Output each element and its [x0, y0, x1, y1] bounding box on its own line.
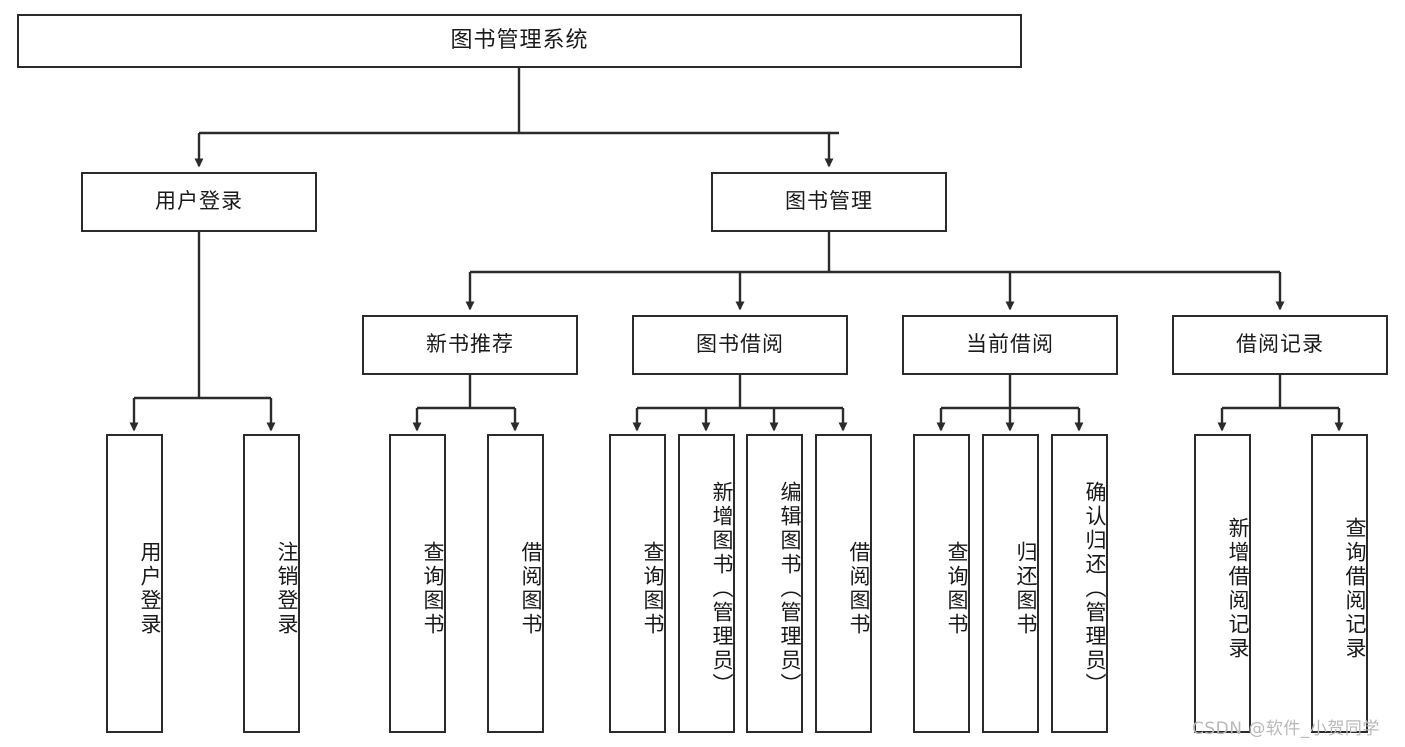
- node-book-manage[interactable]: 图书管理: [711, 172, 947, 232]
- leaf-label: 编辑图书（管理员）: [778, 480, 802, 697]
- leaf-logout-login[interactable]: 注销登录: [243, 434, 300, 733]
- leaf-label: 归还图书: [1014, 540, 1038, 637]
- leaf-query-book-2[interactable]: 查询图书: [609, 434, 666, 733]
- node-root[interactable]: 图书管理系统: [17, 14, 1022, 68]
- leaf-edit-book[interactable]: 编辑图书（管理员）: [746, 434, 803, 733]
- leaf-label: 查询图书: [421, 540, 445, 637]
- leaf-add-book[interactable]: 新增图书（管理员）: [678, 434, 735, 733]
- leaf-query-book-1[interactable]: 查询图书: [389, 434, 446, 733]
- leaf-return-book[interactable]: 归还图书: [982, 434, 1039, 733]
- leaf-label: 新增图书（管理员）: [710, 480, 734, 697]
- leaf-label: 借阅图书: [847, 540, 871, 637]
- csdn-watermark: CSDN @软件_小贺同学: [1192, 719, 1380, 739]
- node-user-login[interactable]: 用户登录: [81, 172, 317, 232]
- leaf-label: 用户登录: [138, 540, 162, 637]
- leaf-label: 确认归还（管理员）: [1083, 480, 1107, 697]
- leaf-query-record[interactable]: 查询借阅记录: [1311, 434, 1368, 733]
- leaf-label: 查询图书: [945, 540, 969, 637]
- leaf-label: 查询借阅记录: [1343, 516, 1367, 661]
- leaf-query-book-3[interactable]: 查询图书: [913, 434, 970, 733]
- leaf-label: 注销登录: [275, 540, 299, 637]
- node-borrow-record[interactable]: 借阅记录: [1172, 315, 1388, 375]
- node-new-book-rec[interactable]: 新书推荐: [362, 315, 578, 375]
- leaf-user-login[interactable]: 用户登录: [106, 434, 163, 733]
- leaf-label: 新增借阅记录: [1226, 516, 1250, 661]
- node-book-borrow[interactable]: 图书借阅: [632, 315, 848, 375]
- leaf-borrow-book-2[interactable]: 借阅图书: [815, 434, 872, 733]
- node-current-borrow[interactable]: 当前借阅: [902, 315, 1118, 375]
- leaf-label: 借阅图书: [519, 540, 543, 637]
- leaf-add-record[interactable]: 新增借阅记录: [1194, 434, 1251, 733]
- leaf-label: 查询图书: [641, 540, 665, 637]
- leaf-borrow-book-1[interactable]: 借阅图书: [487, 434, 544, 733]
- leaf-confirm-return[interactable]: 确认归还（管理员）: [1051, 434, 1108, 733]
